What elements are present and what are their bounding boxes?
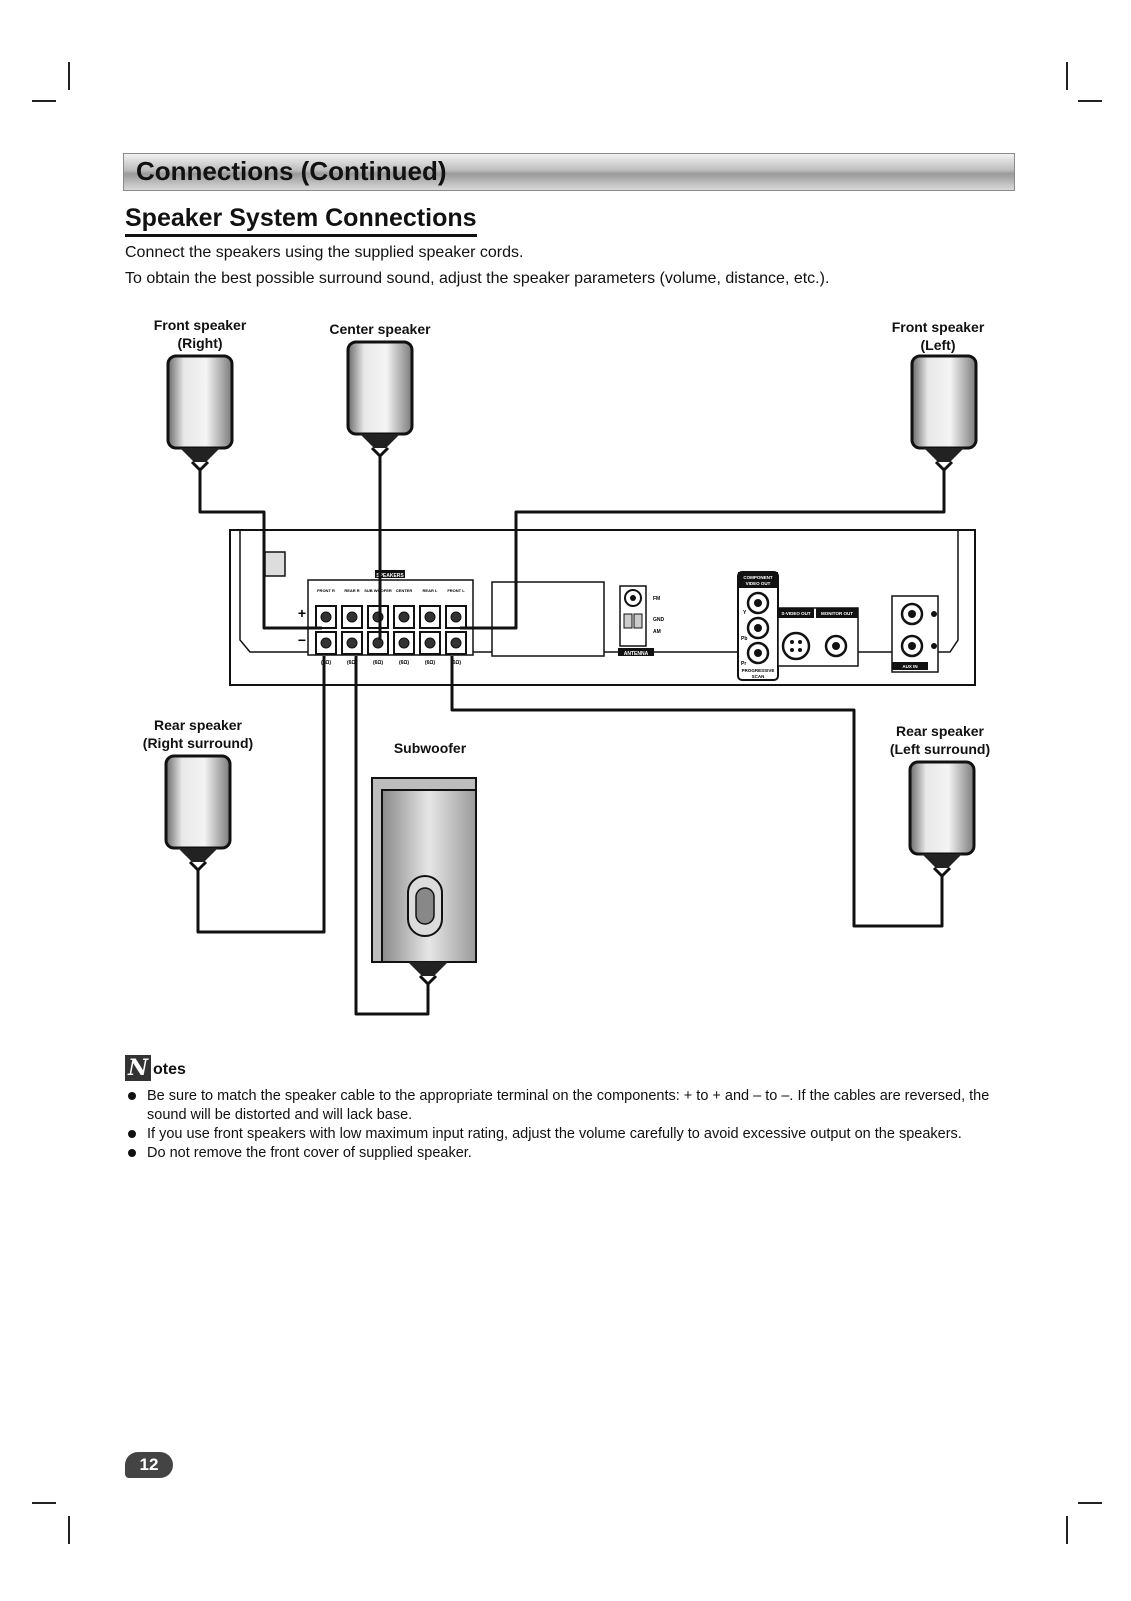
intro-line: Connect the speakers using the supplied … xyxy=(125,244,524,261)
component-pr-label: Pr xyxy=(741,661,746,667)
plus-sign: + xyxy=(298,605,306,621)
terminal-screw xyxy=(346,611,358,623)
rear-right-speaker xyxy=(164,754,232,862)
crop-mark xyxy=(68,1516,70,1544)
center-speaker xyxy=(346,340,414,448)
antenna-am-label: AM xyxy=(653,629,661,635)
terminal-label: CENTER xyxy=(396,588,413,593)
rear-right-label: Rear speaker(Right surround) xyxy=(142,717,254,751)
terminal-label: REAR R xyxy=(344,588,359,593)
front-right-label: Front speaker(Right) xyxy=(153,317,247,351)
progressive-label: SCAN xyxy=(752,674,765,679)
terminal-impedance: (6Ω) xyxy=(373,660,383,666)
terminal-screw xyxy=(398,611,410,623)
antenna-gnd-label: GND xyxy=(653,617,665,623)
terminal-screw xyxy=(372,637,384,649)
component-label: VIDEO OUT xyxy=(746,581,771,586)
page-number: 12 xyxy=(125,1452,173,1478)
subwoofer-label: Subwoofer xyxy=(393,740,467,756)
monitor-label: MONITOR OUT xyxy=(821,611,853,616)
terminal-label: FRONT R xyxy=(317,588,335,593)
terminal-impedance: (6Ω) xyxy=(425,660,435,666)
aux-in-label: AUX IN xyxy=(902,664,917,669)
component-pb-label: Pb xyxy=(741,636,747,642)
intro-line: To obtain the best possible surround sou… xyxy=(125,270,830,287)
terminal-screw xyxy=(424,637,436,649)
note-item: Do not remove the front cover of supplie… xyxy=(125,1144,1025,1163)
terminal-label: REAR L xyxy=(423,588,438,593)
receiver-rear-panel: SPEAKERS FRONT R (6Ω) REAR R (6Ω) SUB WOOFER… xyxy=(229,529,976,686)
speakers-panel-label: SPEAKERS xyxy=(376,573,404,579)
speaker-cables xyxy=(188,446,954,1016)
antenna-label: ANTENNA xyxy=(624,651,649,657)
note-item: If you use front speakers with low maxim… xyxy=(125,1125,1025,1144)
notes-label: otes xyxy=(153,1061,186,1078)
svideo-label: S-VIDEO OUT xyxy=(781,611,811,616)
terminal-screw xyxy=(320,637,332,649)
section-title: Connections (Continued) xyxy=(136,156,447,186)
terminal-screw xyxy=(398,637,410,649)
cable-rear-left xyxy=(450,656,944,928)
terminal-impedance: (6Ω) xyxy=(321,660,331,666)
crop-mark xyxy=(1066,1516,1068,1544)
terminal-screw xyxy=(346,637,358,649)
center-label: Center speaker xyxy=(329,321,431,337)
terminal-impedance: (6Ω) xyxy=(451,660,461,666)
minus-sign: − xyxy=(298,632,306,648)
cable-front-left xyxy=(460,470,946,630)
component-label: COMPONENT xyxy=(743,575,773,580)
terminal-screw xyxy=(450,637,462,649)
crop-mark xyxy=(1078,100,1102,102)
subwoofer-unit xyxy=(371,777,477,976)
terminal-screw xyxy=(424,611,436,623)
notes-list: Be sure to match the speaker cable to th… xyxy=(125,1087,1025,1163)
page-subtitle: Speaker System Connections xyxy=(125,203,477,237)
rear-left-speaker xyxy=(908,760,976,868)
component-y-label: Y xyxy=(743,610,747,616)
cable-subwoofer xyxy=(354,656,430,1016)
antenna-fm-label: FM xyxy=(653,596,660,602)
crop-mark xyxy=(68,62,70,90)
terminal-impedance: (6Ω) xyxy=(347,660,357,666)
terminal-screw xyxy=(450,611,462,623)
cable-front-right xyxy=(198,470,322,630)
front-left-speaker xyxy=(910,354,978,462)
notes-icon: N xyxy=(125,1055,151,1081)
terminal-impedance: (6Ω) xyxy=(399,660,409,666)
note-item: Be sure to match the speaker cable to th… xyxy=(125,1087,1025,1125)
section-title-bar: Connections (Continued) xyxy=(123,153,1015,191)
rear-left-label: Rear speaker(Left surround) xyxy=(889,723,991,757)
front-right-speaker xyxy=(166,354,234,462)
cable-rear-right xyxy=(196,656,326,934)
progressive-label: PROGRESSIVE xyxy=(742,668,775,673)
terminal-screw xyxy=(320,611,332,623)
terminal-label: SUB WOOFER xyxy=(364,588,392,593)
crop-mark xyxy=(32,1502,56,1504)
front-left-label: Front speaker(Left) xyxy=(891,319,985,353)
crop-mark xyxy=(1078,1502,1102,1504)
terminal-label: FRONT L xyxy=(447,588,465,593)
crop-mark xyxy=(32,100,56,102)
crop-mark xyxy=(1066,62,1068,90)
